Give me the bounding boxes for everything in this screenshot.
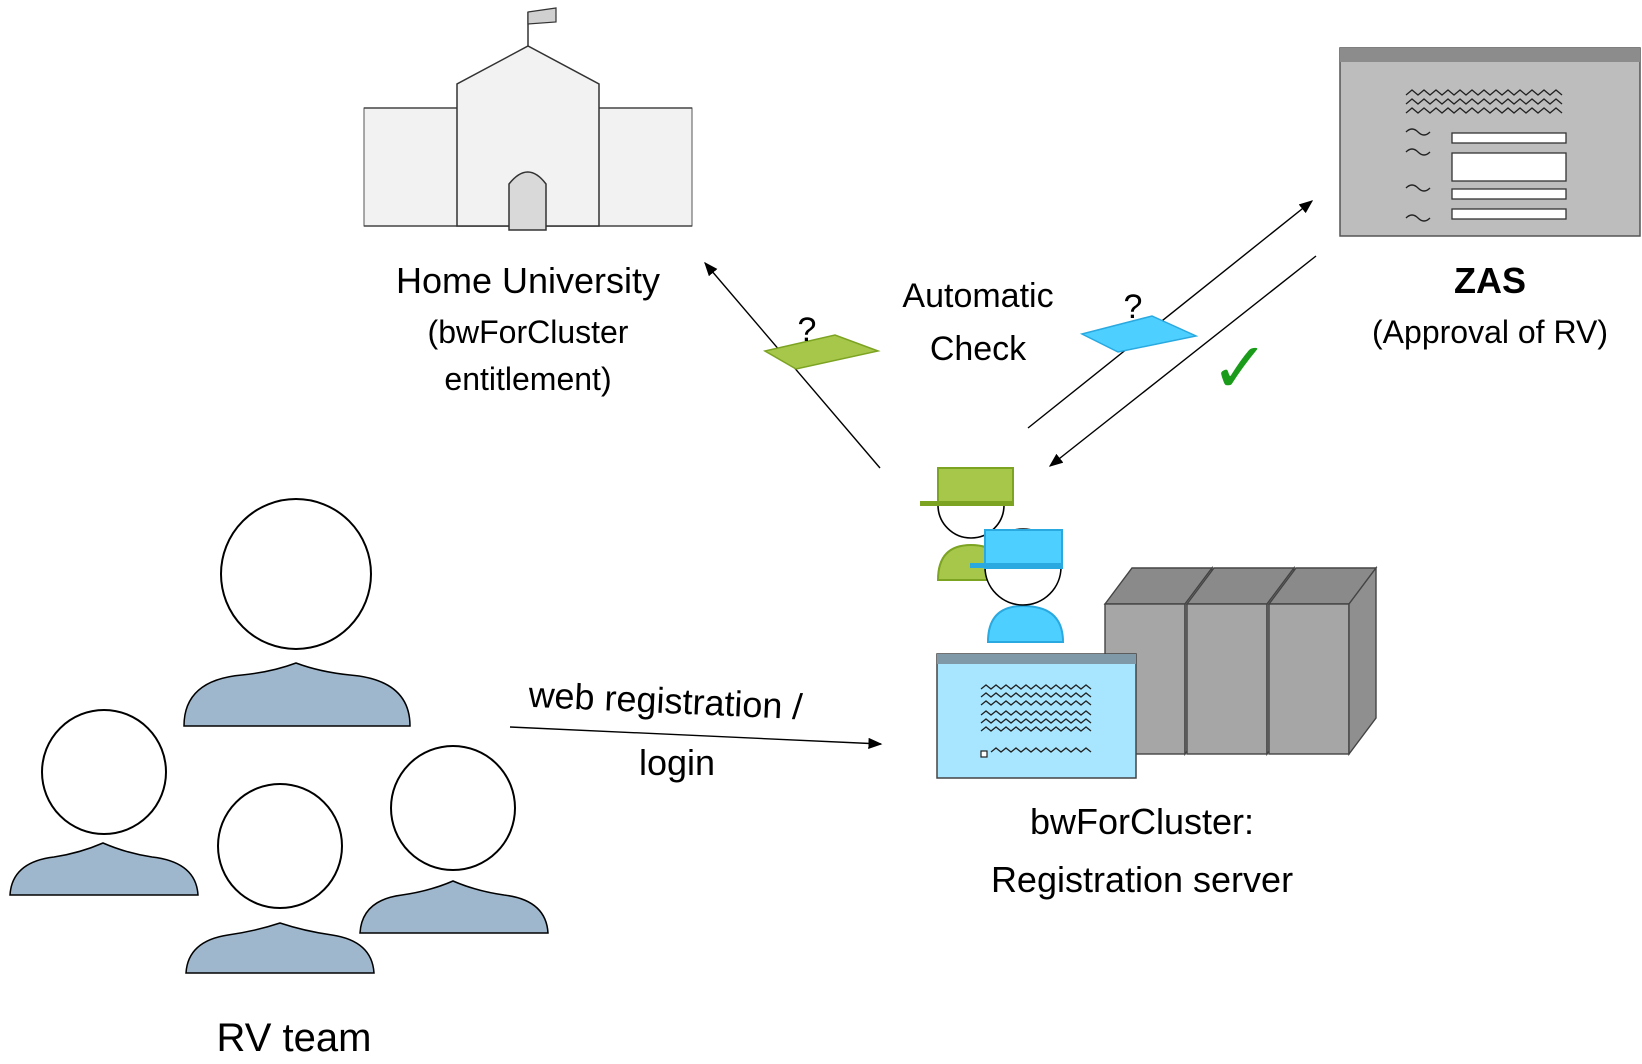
web-registration-line2: login [639,742,715,783]
team-member-icon-bottom [185,783,375,974]
arrow-web-registration [509,726,883,750]
blue-ticket-icon [1079,315,1199,353]
zas-title: ZAS [1454,260,1526,301]
check-mark-icon: ✓ [1211,329,1270,407]
arrow-from-zas [1048,255,1317,467]
team-member-icon-right [359,745,549,934]
web-registration-line1: web registration / [527,674,804,727]
server-label-line2: Registration server [991,859,1293,900]
university-building-icon [363,7,693,231]
home-university-line1: (bwForCluster [428,314,629,350]
rv-team-label: RV team [217,1016,372,1059]
registration-screen-icon [936,653,1137,779]
home-university-line2: entitlement) [444,361,611,397]
zas-form-window-icon [1339,47,1641,237]
automatic-check-line2: Check [930,330,1027,368]
home-university-title: Home University [396,260,660,301]
arrow-to-zas [1027,200,1314,429]
team-member-icon-top [183,498,411,727]
automatic-check-line1: Automatic [902,277,1053,315]
team-member-icon-left [9,709,199,896]
server-rack-icon [1103,565,1378,757]
green-ticket-icon [762,334,881,370]
zas-subtitle: (Approval of RV) [1372,314,1608,350]
question-mark-right: ? [1124,288,1143,326]
question-mark-left: ? [798,311,817,349]
blue-operator-icon [970,528,1065,643]
server-label-line1: bwForCluster: [1030,801,1254,842]
